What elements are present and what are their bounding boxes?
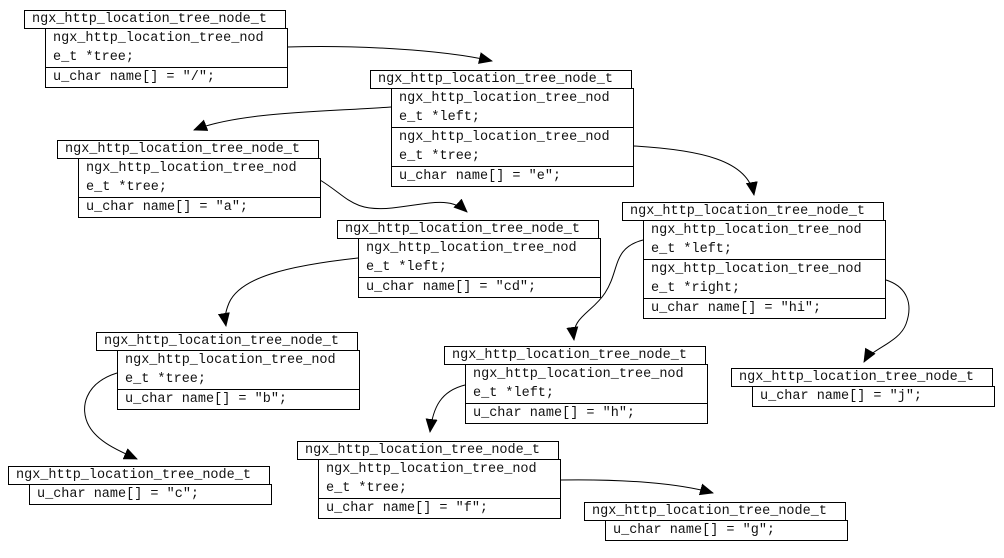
node-fields: u_char name[] = ″j″;: [752, 386, 995, 407]
node-title: ngx_http_location_tree_node_t: [297, 441, 559, 460]
field-name: u_char name[] = ″f″;: [318, 498, 561, 519]
node-fields: ngx_http_location_tree_nod e_t *tree; u_ch…: [318, 459, 561, 519]
field-name: u_char name[] = ″/″;: [45, 67, 288, 88]
pointer-arrow-f-tree-to-g: [559, 479, 714, 496]
field-text-line: u_char name[] = ″f″;: [326, 501, 489, 516]
field-text-line: e_t *tree;: [125, 372, 207, 387]
field-text-line: u_char name[] = ″j″;: [760, 389, 923, 404]
node-title: ngx_http_location_tree_node_t: [337, 220, 599, 239]
node-title: ngx_http_location_tree_node_t: [8, 466, 270, 485]
node-title: ngx_http_location_tree_node_t: [24, 10, 286, 29]
field-text-line: u_char name[] = ″hi″;: [651, 301, 822, 316]
field-text-line: e_t *right;: [651, 281, 741, 296]
field-text-line: u_char name[] = ″h″;: [473, 406, 636, 421]
field-text-line: e_t *tree;: [399, 149, 481, 164]
field-text-line: ngx_http_location_tree_nod: [125, 353, 336, 368]
node-title: ngx_http_location_tree_node_t: [731, 368, 993, 387]
node-title: ngx_http_location_tree_node_t: [57, 140, 319, 159]
field-text-line: ngx_http_location_tree_nod: [86, 161, 297, 176]
node-title: ngx_http_location_tree_node_t: [622, 202, 884, 221]
struct-node-j: ngx_http_location_tree_node_t u_char name…: [731, 368, 995, 407]
field-text-line: e_t *left;: [473, 386, 555, 401]
field-text-line: ngx_http_location_tree_nod: [399, 130, 610, 145]
node-fields: ngx_http_location_tree_nod e_t *left; u_ch…: [465, 364, 708, 424]
field-name: u_char name[] = ″a″;: [78, 197, 321, 218]
field-text-line: e_t *left;: [399, 110, 481, 125]
field-text-line: u_char name[] = ″/″;: [53, 70, 216, 85]
field-text-line: u_char name[] = ″g″;: [613, 523, 776, 538]
field-pointer-tree: ngx_http_location_tree_nod e_t *tree;: [117, 350, 360, 390]
field-text-line: u_char name[] = ″e″;: [399, 169, 562, 184]
field-text-line: ngx_http_location_tree_nod: [326, 462, 537, 477]
field-pointer-tree: ngx_http_location_tree_nod e_t *tree;: [318, 459, 561, 499]
struct-node-c: ngx_http_location_tree_node_t u_char name…: [8, 466, 272, 505]
field-text-line: e_t *left;: [366, 260, 448, 275]
node-fields: ngx_http_location_tree_nod e_t *left; u_ch…: [358, 238, 601, 298]
field-text-line: e_t *tree;: [326, 481, 408, 496]
field-name: u_char name[] = ″g″;: [605, 520, 848, 541]
field-pointer-left: ngx_http_location_tree_nod e_t *left;: [391, 88, 634, 128]
node-title: ngx_http_location_tree_node_t: [584, 502, 846, 521]
field-text-line: ngx_http_location_tree_nod: [53, 31, 264, 46]
pointer-arrow-e-left-to-a: [193, 106, 392, 131]
field-name: u_char name[] = ″j″;: [752, 386, 995, 407]
field-name: u_char name[] = ″c″;: [29, 484, 272, 505]
pointer-arrow-root-tree-to-e: [286, 46, 493, 64]
field-name: u_char name[] = ″h″;: [465, 403, 708, 424]
field-name: u_char name[] = ″e″;: [391, 166, 634, 187]
field-text-line: u_char name[] = ″cd″;: [366, 280, 537, 295]
field-pointer-left: ngx_http_location_tree_nod e_t *left;: [643, 220, 886, 260]
field-pointer-tree: ngx_http_location_tree_nod e_t *tree;: [45, 28, 288, 68]
node-title: ngx_http_location_tree_node_t: [444, 346, 706, 365]
field-name: u_char name[] = ″b″;: [117, 389, 360, 410]
field-text-line: e_t *left;: [651, 242, 733, 257]
field-text-line: ngx_http_location_tree_nod: [366, 241, 577, 256]
field-pointer-right: ngx_http_location_tree_nod e_t *right;: [643, 259, 886, 299]
field-text-line: ngx_http_location_tree_nod: [651, 262, 862, 277]
node-fields: ngx_http_location_tree_nod e_t *tree; u_ch…: [45, 28, 288, 88]
field-text-line: ngx_http_location_tree_nod: [473, 367, 684, 382]
field-pointer-left: ngx_http_location_tree_nod e_t *left;: [465, 364, 708, 404]
struct-node-g: ngx_http_location_tree_node_t u_char name…: [584, 502, 848, 541]
node-fields: u_char name[] = ″g″;: [605, 520, 848, 541]
field-text-line: ngx_http_location_tree_nod: [651, 223, 862, 238]
node-title: ngx_http_location_tree_node_t: [96, 332, 358, 351]
field-name: u_char name[] = ″cd″;: [358, 277, 601, 298]
field-text-line: e_t *tree;: [53, 50, 135, 65]
field-pointer-tree: ngx_http_location_tree_nod e_t *tree;: [391, 127, 634, 167]
field-pointer-left: ngx_http_location_tree_nod e_t *left;: [358, 238, 601, 278]
node-fields: ngx_http_location_tree_nod e_t *tree; u_ch…: [117, 350, 360, 410]
field-pointer-tree: ngx_http_location_tree_nod e_t *tree;: [78, 158, 321, 198]
node-fields: ngx_http_location_tree_nod e_t *tree; u_ch…: [78, 158, 321, 218]
field-text-line: u_char name[] = ″a″;: [86, 200, 249, 215]
field-text-line: e_t *tree;: [86, 180, 168, 195]
field-text-line: u_char name[] = ″b″;: [125, 392, 288, 407]
pointer-arrow-e-tree-to-hi: [633, 145, 758, 196]
field-text-line: u_char name[] = ″c″;: [37, 487, 200, 502]
field-name: u_char name[] = ″hi″;: [643, 298, 886, 319]
node-fields: u_char name[] = ″c″;: [29, 484, 272, 505]
node-title: ngx_http_location_tree_node_t: [370, 70, 632, 89]
field-text-line: ngx_http_location_tree_nod: [399, 91, 610, 106]
